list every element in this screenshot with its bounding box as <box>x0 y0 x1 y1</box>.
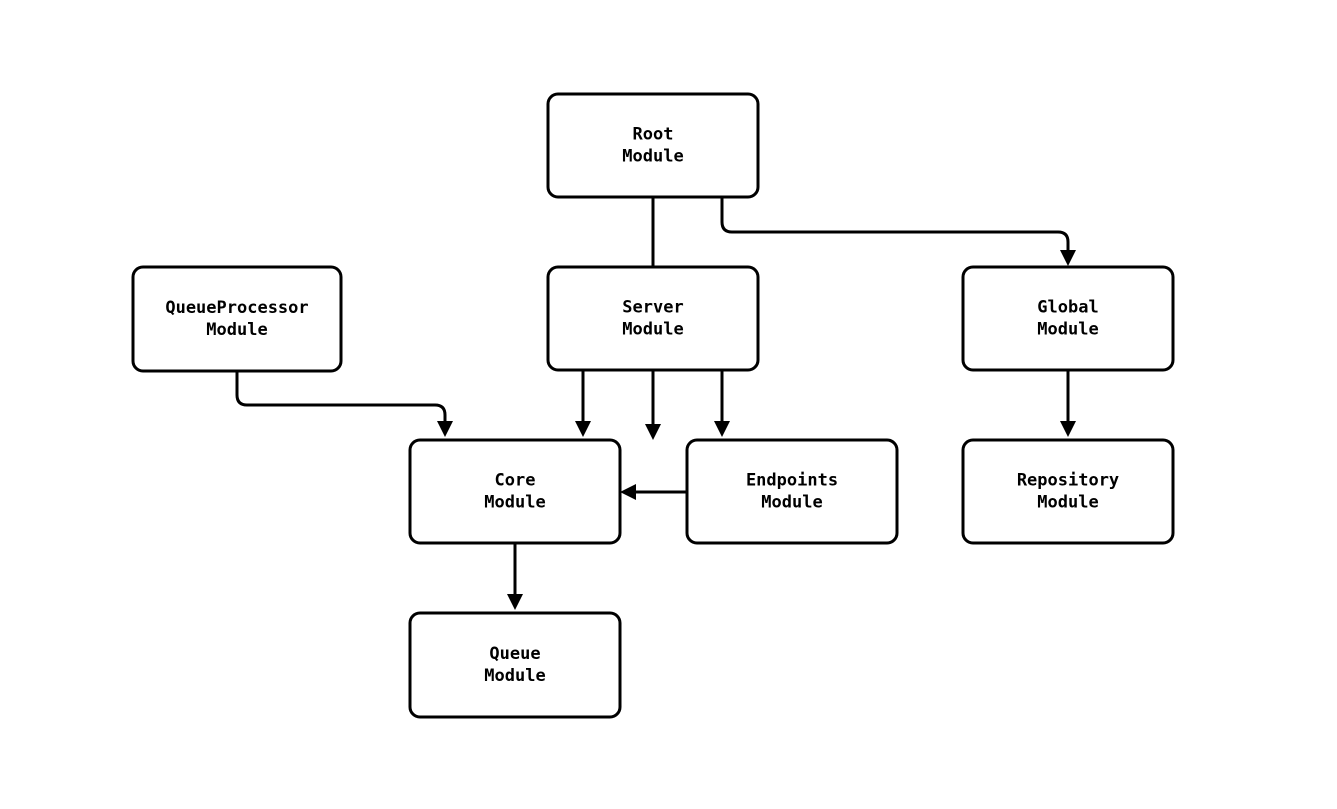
arrowhead-icon <box>575 421 591 437</box>
edge-core-to-queue <box>507 543 523 610</box>
arrowhead-icon <box>714 421 730 437</box>
edge-line <box>235 371 447 425</box>
node-label-line1: Server <box>622 298 683 318</box>
edge-root-to-global <box>720 197 1076 266</box>
node-box <box>408 611 622 719</box>
arrowhead-icon <box>645 424 661 440</box>
node-box <box>546 265 760 372</box>
node-label-line1: Endpoints <box>746 471 838 491</box>
edge-queueprocessor-to-core <box>235 371 453 437</box>
node-box <box>685 438 899 545</box>
node-layer: RootModuleQueueProcessorModuleServerModu… <box>131 92 1175 719</box>
node-box <box>131 265 343 373</box>
node-label-line1: Core <box>495 471 536 491</box>
node-label-line1: QueueProcessor <box>165 298 308 318</box>
node-label-line2: Module <box>622 147 683 167</box>
node-box <box>546 92 760 199</box>
edge-global-to-repository <box>1060 370 1076 437</box>
node-label-line2: Module <box>1037 493 1098 513</box>
node-label-line1: Root <box>633 125 674 145</box>
edge-endpoints-to-core <box>620 484 687 500</box>
edge-server-to-endpoints <box>714 370 730 437</box>
node-label-line2: Module <box>484 493 545 513</box>
node-box <box>961 438 1175 545</box>
node-label-line2: Module <box>1037 320 1098 340</box>
node-box <box>961 265 1175 372</box>
node-label-line1: Repository <box>1017 471 1119 491</box>
arrowhead-icon <box>507 594 523 610</box>
node-box <box>408 438 622 545</box>
arrowhead-icon <box>1060 250 1076 266</box>
arrowhead-icon <box>1060 421 1076 437</box>
node-label-line2: Module <box>206 320 267 340</box>
node-label-line1: Global <box>1037 298 1098 318</box>
edge-line <box>720 197 1070 254</box>
node-label-line1: Queue <box>489 644 540 664</box>
arrowhead-icon <box>620 484 636 500</box>
node-label-line2: Module <box>484 666 545 686</box>
arrowhead-icon <box>437 421 453 437</box>
edge-layer <box>235 197 1076 610</box>
node-label-line2: Module <box>761 493 822 513</box>
node-label-line2: Module <box>622 320 683 340</box>
edge-server-to-core <box>575 370 591 437</box>
